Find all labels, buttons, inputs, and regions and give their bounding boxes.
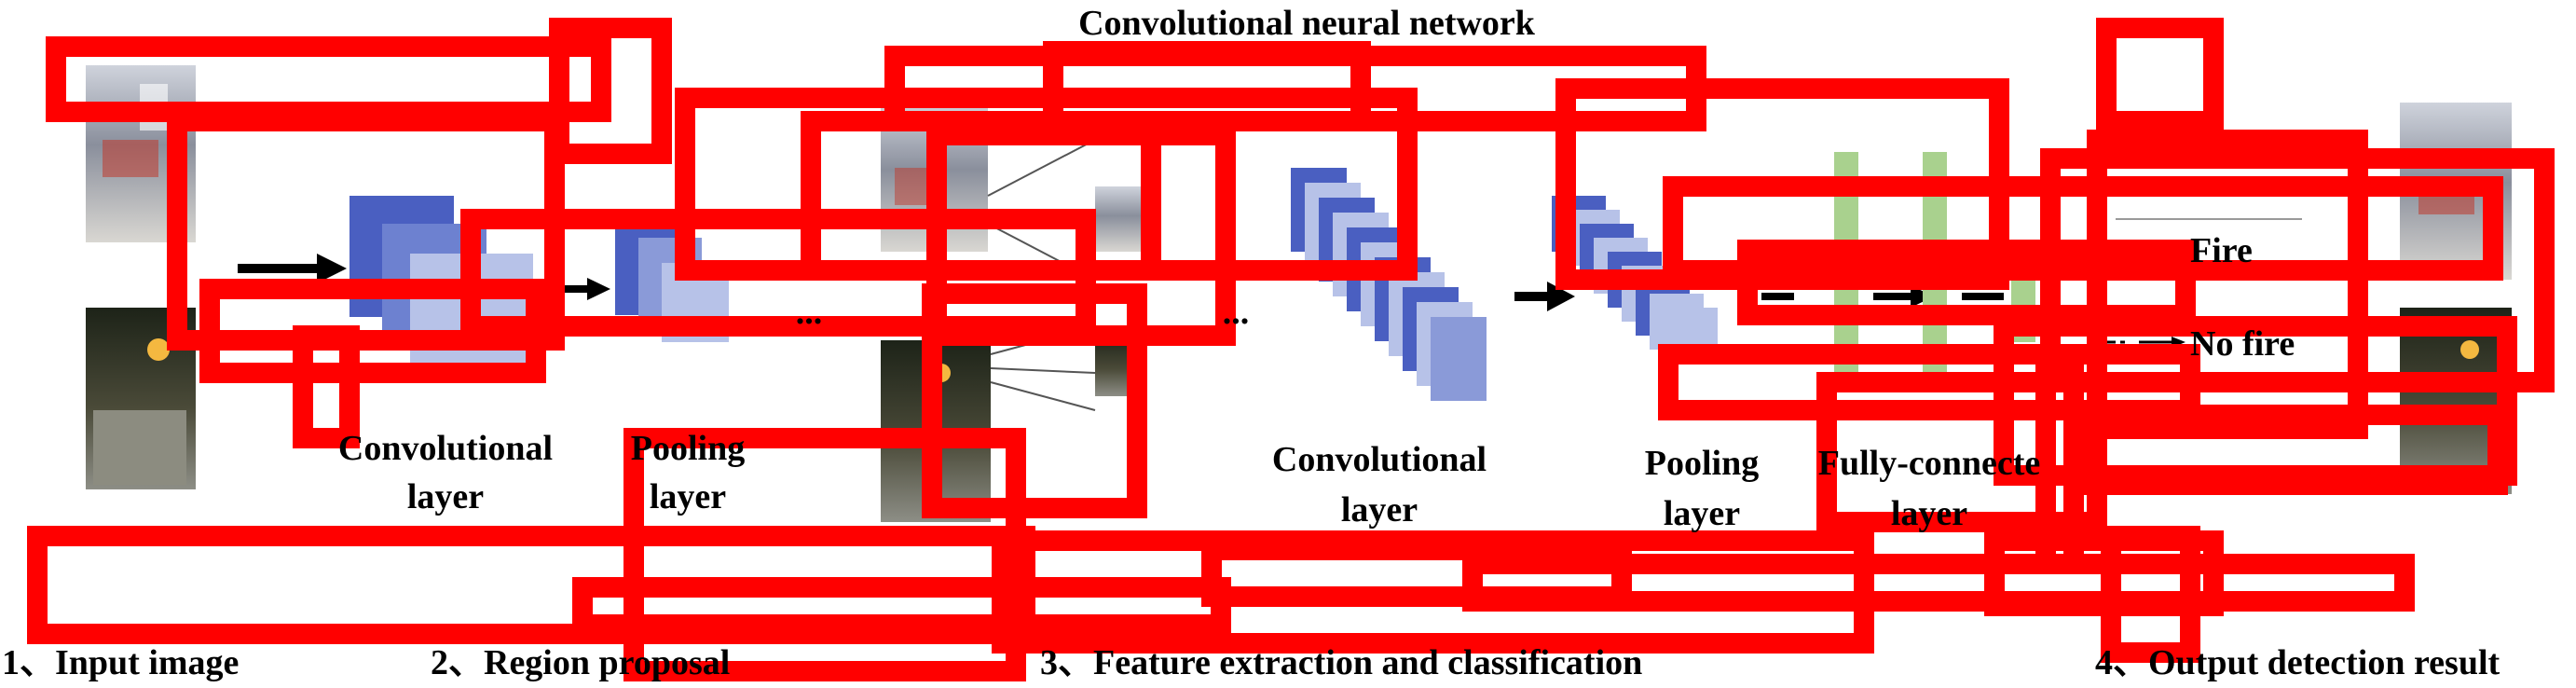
- ellipsis-2: ...: [1222, 293, 1250, 332]
- pool-layer-1-label-line2: layer: [649, 477, 727, 516]
- arrow-conv2-to-pool2: [1514, 282, 1575, 311]
- step-2-label: 2、Region proposal: [431, 643, 731, 682]
- fc-layer-label-line2: layer: [1890, 494, 1968, 533]
- pool-layer-2-label-line2: layer: [1663, 494, 1741, 533]
- conv-layer-2-label-line2: layer: [1340, 490, 1418, 530]
- conv-layer-1-label-line1: Convolutional: [337, 429, 554, 468]
- step-3-label: 3、Feature extraction and classification: [1040, 643, 1643, 682]
- step-1-label: 1、Input image: [2, 643, 240, 682]
- pool-layer-2-label-line1: Pooling: [1644, 444, 1760, 483]
- output-label-fire: Fire: [2190, 231, 2253, 270]
- diagram-title: Convolutional neural network: [1078, 4, 1535, 43]
- conv-layer-2-label-line1: Convolutional: [1271, 440, 1487, 479]
- output-label-no-fire: No fire: [2190, 324, 2295, 364]
- conv-layer-1-label-line2: layer: [406, 477, 485, 516]
- arrow-pool2-to-fc: [1761, 285, 2004, 308]
- fc-layer-label-line1: Fully-connecte: [1817, 444, 2041, 483]
- arrow-input-to-conv: [238, 254, 347, 283]
- ellipsis-1: ...: [795, 293, 823, 332]
- step-4-label: 4、Output detection result: [2095, 643, 2501, 682]
- red-box-overlay: [27, 18, 2555, 681]
- proposal-crop-small-1: [1095, 186, 1146, 252]
- conv-layer-2-stack: [1291, 168, 1487, 401]
- pool-layer-1-label-line1: Pooling: [630, 429, 746, 468]
